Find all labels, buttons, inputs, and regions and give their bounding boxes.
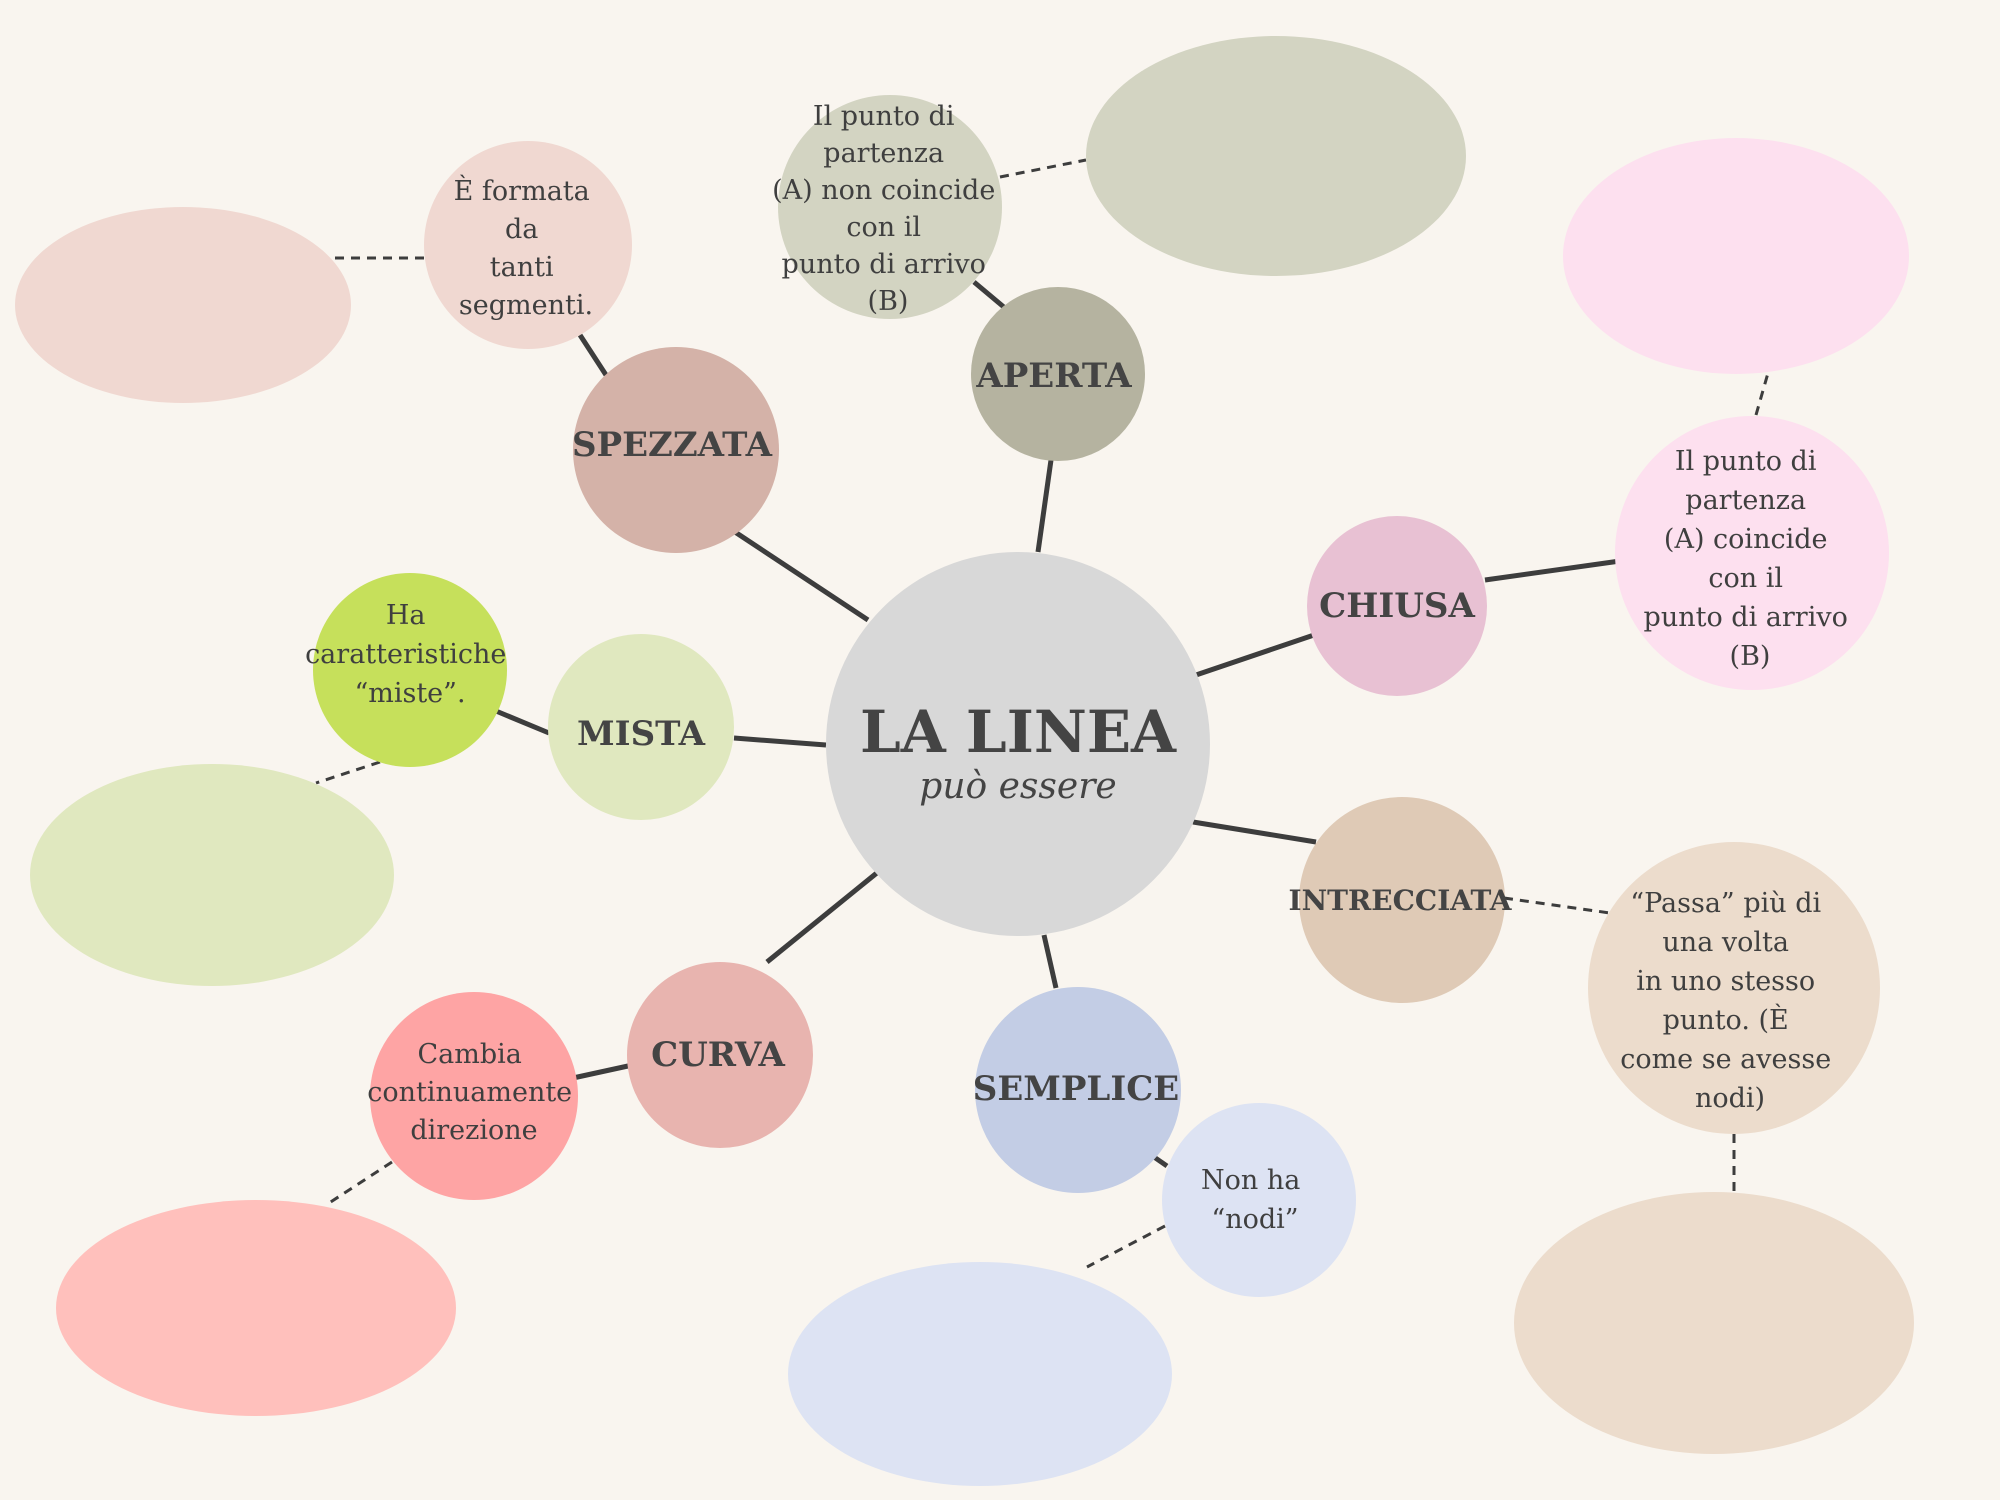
category-label-chiusa: CHIUSA bbox=[1319, 586, 1475, 626]
note-ellipse-chiusa bbox=[1563, 138, 1909, 374]
connector-chiusa-note bbox=[1754, 372, 1770, 416]
note-ellipse-mista bbox=[30, 764, 394, 986]
description-circle-spezzata bbox=[424, 141, 632, 349]
connector-hub-intrecciata bbox=[1192, 819, 1317, 845]
description-circle-chiusa bbox=[1615, 416, 1889, 690]
description-text-curva: Cambia continuamente direzione bbox=[367, 1039, 581, 1146]
category-label-spezzata: SPEZZATA bbox=[572, 425, 773, 465]
description-texts: È formata da tanti segmenti. Il punto di… bbox=[305, 101, 1857, 1235]
description-circle-mista bbox=[313, 573, 507, 767]
note-ellipse-intrecciata bbox=[1514, 1192, 1914, 1454]
category-circle-mista bbox=[548, 634, 734, 820]
connector-curva-note bbox=[325, 1160, 393, 1207]
description-text-aperta: Il punto di partenza (A) non coincide co… bbox=[772, 101, 1004, 317]
description-circle-semplice bbox=[1162, 1103, 1356, 1297]
hub-circle bbox=[826, 552, 1210, 936]
connector-aperta-note bbox=[999, 158, 1087, 179]
description-circle-intrecciata bbox=[1588, 842, 1880, 1134]
category-label-semplice: SEMPLICE bbox=[973, 1069, 1179, 1109]
category-circle-semplice bbox=[975, 987, 1181, 1193]
connector-semplice-note bbox=[1086, 1224, 1166, 1269]
hub-title: LA LINEA bbox=[860, 698, 1177, 766]
description-text-chiusa: Il punto di partenza (A) coincide con il… bbox=[1644, 446, 1857, 672]
description-text-mista: Ha caratteristiche “miste”. bbox=[305, 600, 515, 709]
connector-hub-mista bbox=[733, 735, 827, 748]
hub-subtitle: può essere bbox=[919, 766, 1116, 807]
description-circle-curva bbox=[370, 992, 578, 1200]
connector-mista-note bbox=[315, 760, 381, 785]
connector-semplice-desc bbox=[1152, 1154, 1169, 1169]
connector-hub-chiusa bbox=[1195, 632, 1315, 678]
category-circle-spezzata bbox=[573, 347, 779, 553]
category-circle-chiusa bbox=[1307, 516, 1487, 696]
connector-hub-semplice bbox=[1041, 934, 1059, 989]
description-text-semplice: Non ha “nodi” bbox=[1201, 1165, 1309, 1235]
note-ellipse-spezzata bbox=[15, 207, 351, 403]
description-text-intrecciata: “Passa” più di una volta in uno stesso p… bbox=[1620, 888, 1840, 1114]
category-circle-intrecciata bbox=[1299, 797, 1505, 1003]
connector-aperta-desc bbox=[972, 280, 1007, 310]
category-label-aperta: APERTA bbox=[975, 356, 1132, 396]
description-circles bbox=[313, 95, 1889, 1297]
description-text-spezzata: È formata da tanti segmenti. bbox=[454, 174, 599, 321]
category-label-intrecciata: INTRECCIATA bbox=[1288, 884, 1512, 917]
connector-intrecciata-desc bbox=[1503, 896, 1611, 915]
category-circle-curva bbox=[627, 962, 813, 1148]
category-label-mista: MISTA bbox=[577, 714, 706, 754]
category-circles bbox=[548, 287, 1505, 1193]
note-ellipse-semplice bbox=[788, 1262, 1172, 1486]
description-circle-aperta bbox=[778, 95, 1002, 319]
note-ellipse-curva bbox=[56, 1200, 456, 1416]
connector-chiusa-desc bbox=[1484, 558, 1621, 583]
note-ellipse-aperta bbox=[1086, 36, 1466, 276]
connector-spezzata-desc bbox=[577, 333, 609, 377]
connector-hub-aperta bbox=[1035, 459, 1054, 553]
connector-hub-spezzata bbox=[730, 527, 870, 623]
connector-hub-curva bbox=[765, 870, 880, 964]
connector-curva-desc bbox=[572, 1063, 629, 1081]
note-ellipses bbox=[15, 36, 1914, 1486]
connector-mista-desc bbox=[495, 708, 550, 736]
category-label-curva: CURVA bbox=[651, 1035, 785, 1075]
category-circle-aperta bbox=[971, 287, 1145, 461]
category-labels: SPEZZATA APERTA CHIUSA MISTA INTRECCIATA… bbox=[572, 356, 1513, 1109]
connectors bbox=[315, 158, 1770, 1269]
